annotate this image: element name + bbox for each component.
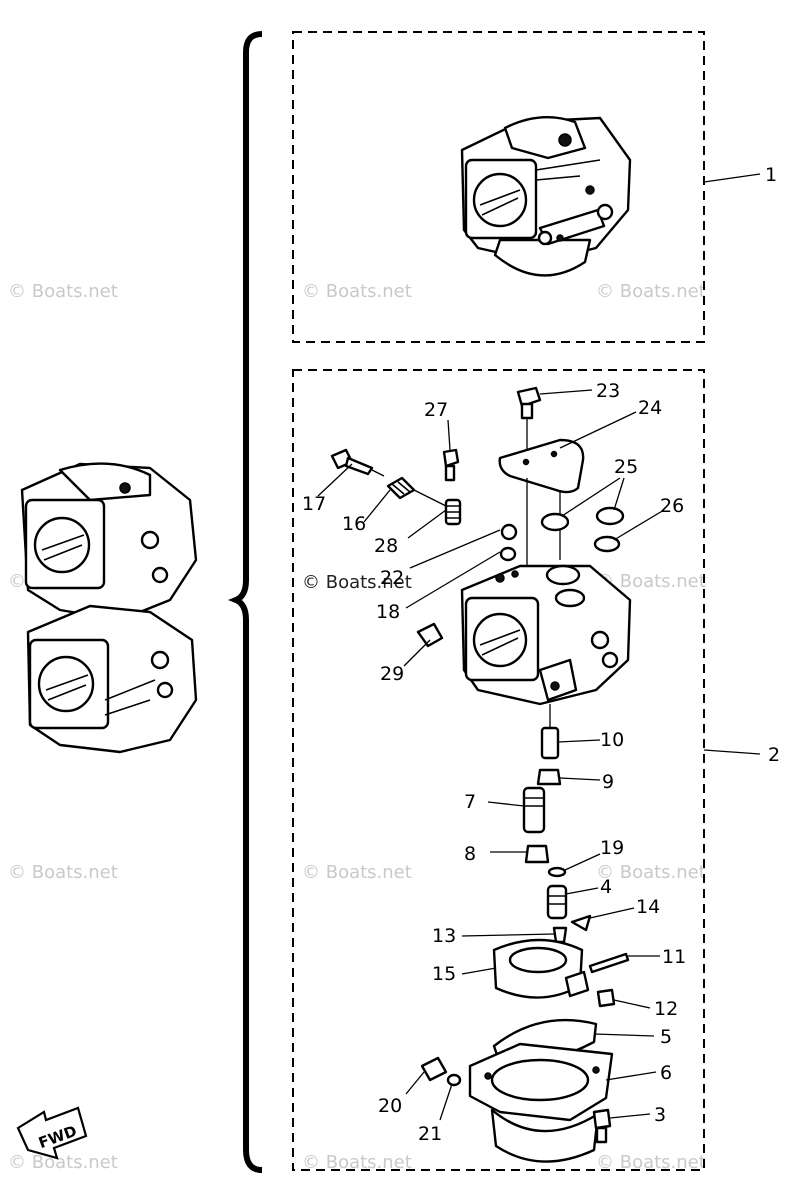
- watermark-text: © Boats.net: [302, 1152, 412, 1173]
- callout-19: 19: [600, 837, 624, 859]
- watermark-text: © Boats.net: [596, 862, 706, 883]
- exploded-view-box: [292, 369, 705, 1171]
- callout-17: 17: [302, 493, 326, 515]
- callout-11: 11: [662, 946, 686, 968]
- watermark-text: © Boats.net: [8, 1152, 118, 1173]
- watermark-text: © Boats.net: [8, 281, 118, 302]
- callout-13: 13: [432, 925, 456, 947]
- callout-27: 27: [424, 399, 448, 421]
- callout-10: 10: [600, 729, 624, 751]
- callout-18: 18: [376, 601, 400, 623]
- watermark-text: © Boats.net: [596, 571, 706, 592]
- callout-23: 23: [596, 380, 620, 402]
- callout-12: 12: [654, 998, 678, 1020]
- grouping-brace: [227, 31, 263, 1173]
- callout-29: 29: [380, 663, 404, 685]
- leader-lines: [317, 173, 761, 1121]
- callout-1: 1: [765, 164, 777, 186]
- callout-4: 4: [600, 876, 612, 898]
- exploded-parts: [330, 386, 630, 1163]
- callout-25: 25: [614, 456, 638, 478]
- callout-16: 16: [342, 513, 366, 535]
- watermark-text: © Boats.net: [302, 281, 412, 302]
- callout-28: 28: [374, 535, 398, 557]
- callout-20: 20: [378, 1095, 402, 1117]
- callout-2: 2: [768, 744, 780, 766]
- callout-7: 7: [464, 791, 476, 813]
- watermark-text: © Boats.net: [596, 281, 706, 302]
- callout-26: 26: [660, 495, 684, 517]
- callout-21: 21: [418, 1123, 442, 1145]
- callout-15: 15: [432, 963, 456, 985]
- carburetor-body-drawing: [460, 564, 632, 706]
- callout-6: 6: [660, 1062, 672, 1084]
- callout-5: 5: [660, 1026, 672, 1048]
- watermark-text: © Boats.net: [302, 862, 412, 883]
- carburetor-assembly-drawing: [460, 116, 632, 277]
- callout-8: 8: [464, 843, 476, 865]
- watermark-text: © Boats.net: [596, 1152, 706, 1173]
- callout-22: 22: [380, 567, 404, 589]
- callout-9: 9: [602, 771, 614, 793]
- watermark-text: © Boats.net: [8, 862, 118, 883]
- callout-14: 14: [636, 896, 660, 918]
- callout-3: 3: [654, 1104, 666, 1126]
- callout-24: 24: [638, 397, 662, 419]
- fwd-arrow: FWD: [16, 1106, 88, 1160]
- watermark-text: © Boats.net: [302, 572, 412, 593]
- twin-carburetor-drawing: [20, 462, 198, 754]
- callout-labels: 1 2 23 24 25 26 27 17 16 28 22 18 29 10 …: [302, 164, 780, 1145]
